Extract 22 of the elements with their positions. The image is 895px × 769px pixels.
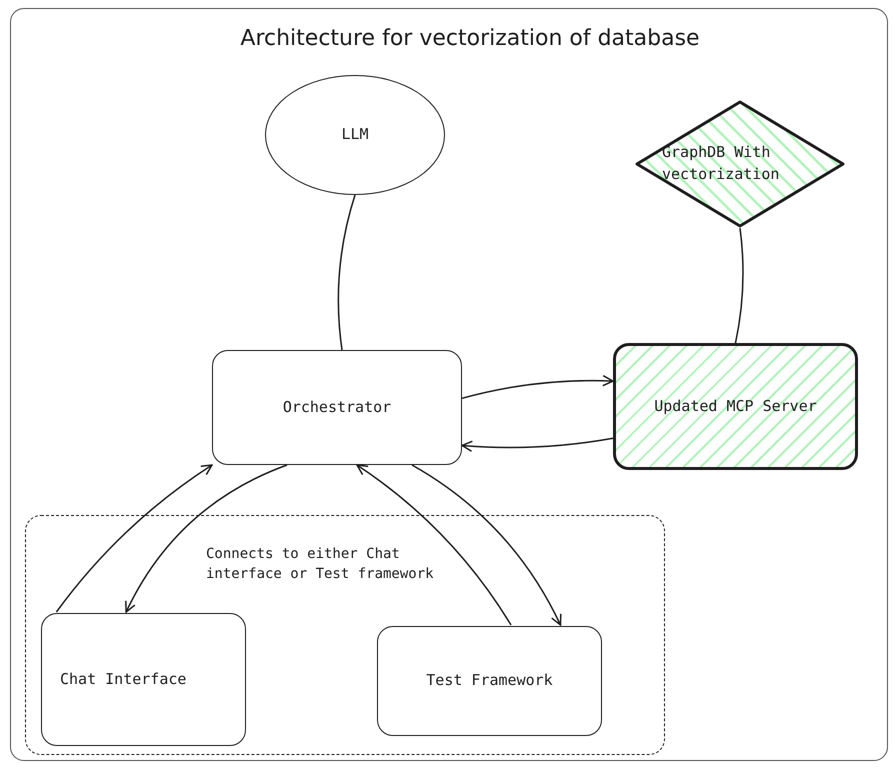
node-label: Test Framework	[426, 670, 553, 692]
hatched-box	[613, 343, 858, 470]
node-label: Orchestrator	[282, 396, 392, 418]
connector-line	[734, 228, 744, 344]
arrow	[356, 464, 512, 626]
note-text: Connects to either Chat interface or Test framework	[206, 545, 435, 584]
node-label: Updated MCP Server	[654, 396, 817, 417]
arrow	[56, 464, 213, 612]
diagram-title: Architecture for vectorization of database	[239, 26, 701, 51]
arrow	[462, 375, 614, 400]
node-label: LLM	[341, 124, 369, 146]
dashed-group-frame	[25, 515, 665, 755]
arrow	[125, 464, 288, 613]
arrow	[461, 438, 614, 452]
process-box	[212, 350, 462, 465]
ellipse-node	[265, 75, 445, 195]
node-label: GraphDB With vectorization	[661, 142, 780, 185]
arrow	[412, 464, 562, 626]
process-box	[377, 626, 602, 736]
process-box	[41, 613, 246, 746]
connector-line	[338, 194, 356, 350]
node-label: Chat Interface	[60, 668, 186, 690]
